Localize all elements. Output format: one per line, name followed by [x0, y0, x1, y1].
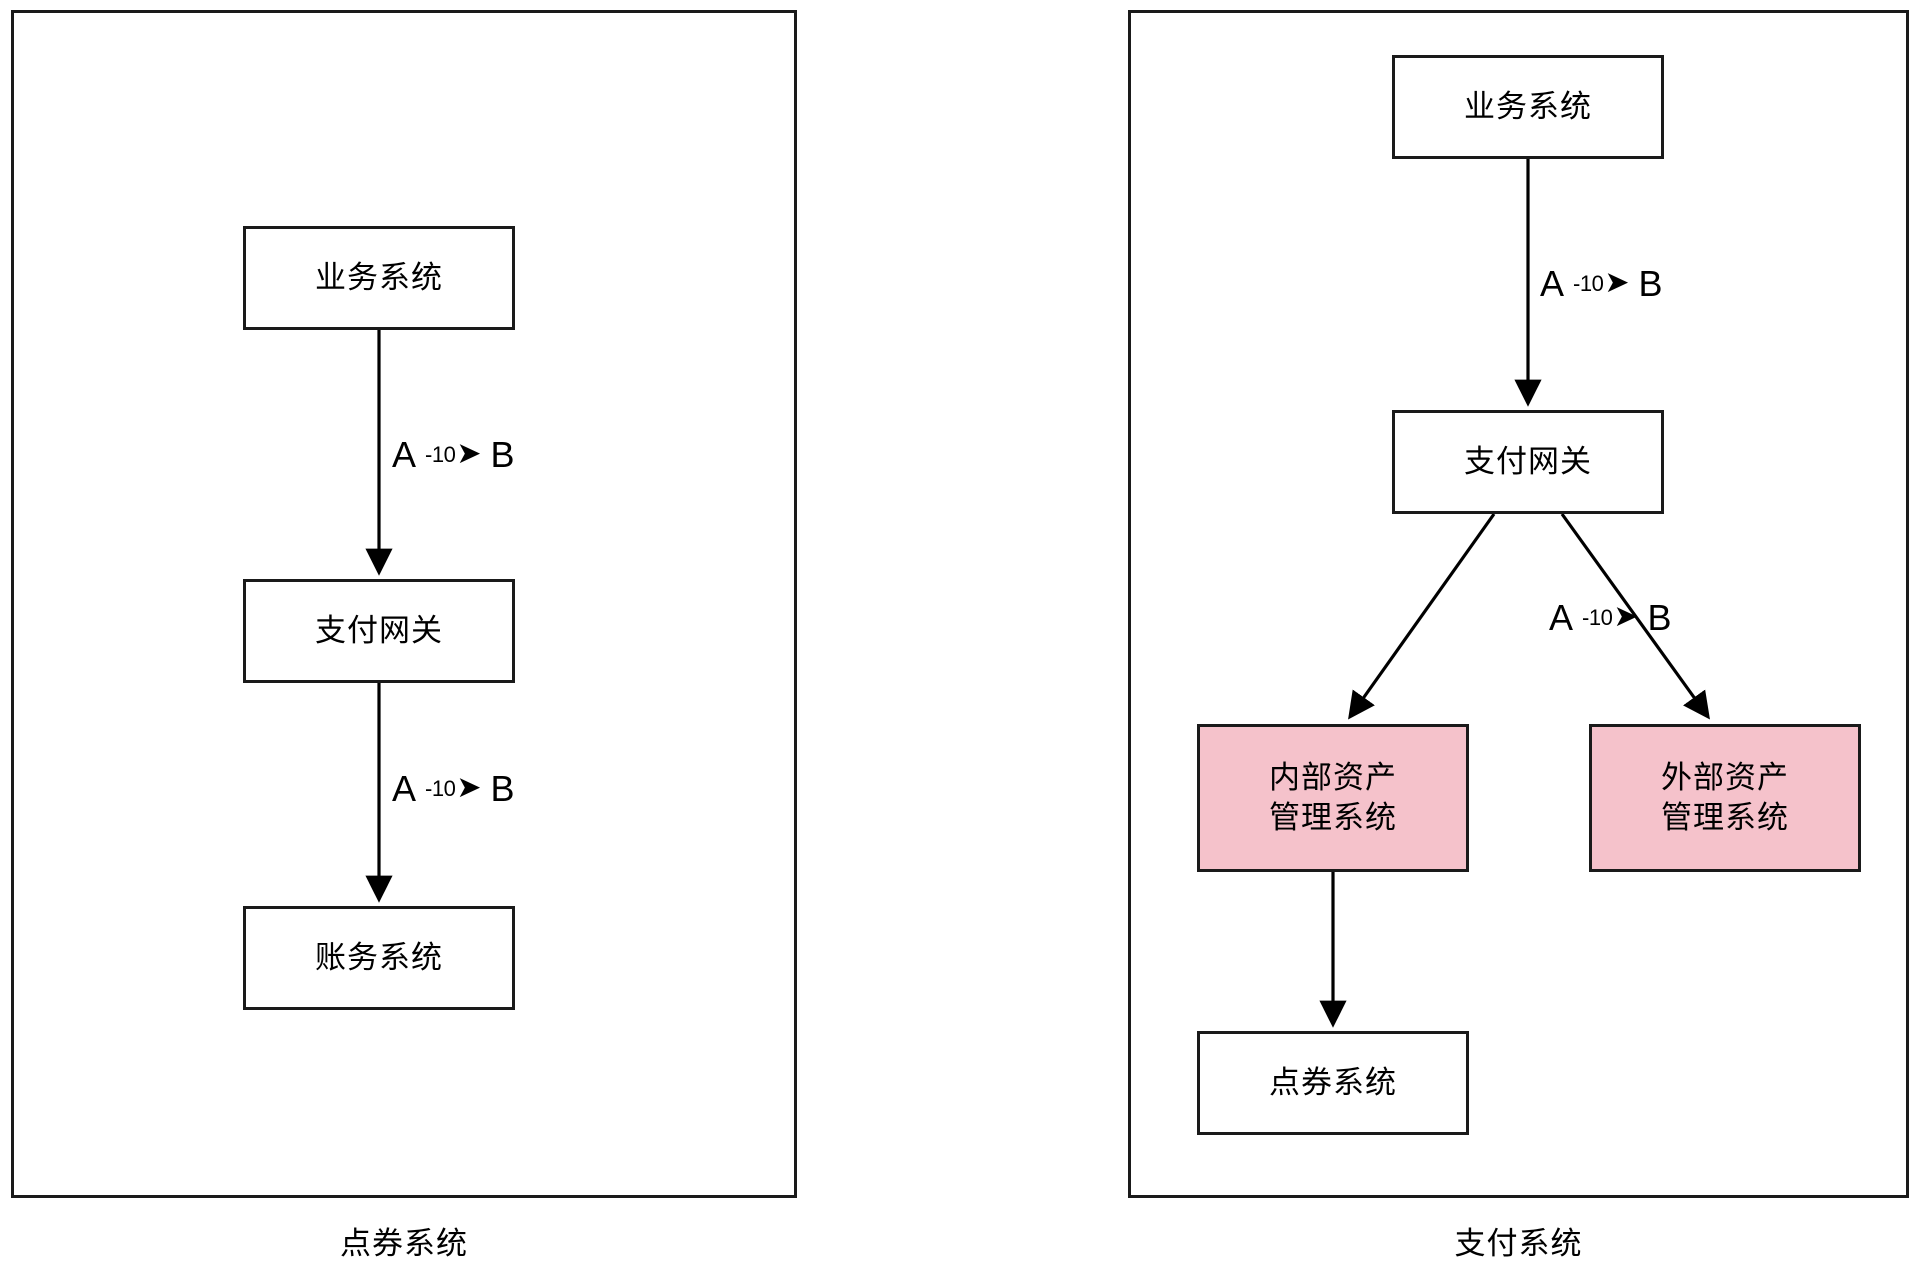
- node-payment-gateway-left[interactable]: 支付网关: [243, 579, 515, 683]
- panel-payment-system: [1128, 10, 1909, 1198]
- edge-label-from: A: [1549, 597, 1574, 638]
- edge-label-l-gateway-to-accounting: A -10 ➤ B: [392, 771, 514, 807]
- node-external-asset-management-system[interactable]: 外部资产 管理系统: [1589, 724, 1861, 872]
- edge-label-from: A: [392, 768, 417, 809]
- arrow-right-icon: ➤: [456, 437, 482, 470]
- edge-label-to: B: [1638, 263, 1663, 304]
- edge-label-to: B: [490, 768, 515, 809]
- edge-label-from: A: [1540, 263, 1565, 304]
- edge-label-amount: -10: [425, 442, 456, 467]
- node-internal-asset-management-system[interactable]: 内部资产 管理系统: [1197, 724, 1469, 872]
- edge-label-from: A: [392, 434, 417, 475]
- node-business-system-right[interactable]: 业务系统: [1392, 55, 1664, 159]
- node-accounting-system-left[interactable]: 账务系统: [243, 906, 515, 1010]
- caption-payment-system: 支付系统: [1454, 1226, 1583, 1261]
- edge-label-amount: -10: [1573, 271, 1604, 296]
- edge-label-r-business-to-gateway: A -10 ➤ B: [1540, 266, 1662, 302]
- arrow-right-icon: ➤: [456, 771, 482, 804]
- node-payment-gateway-right[interactable]: 支付网关: [1392, 410, 1664, 514]
- edge-label-amount: -10: [425, 776, 456, 801]
- node-business-system-left[interactable]: 业务系统: [243, 226, 515, 330]
- arrow-right-icon: ➤: [1613, 600, 1639, 633]
- edge-label-amount: -10: [1582, 605, 1613, 630]
- node-point-coupon-system-right[interactable]: 点券系统: [1197, 1031, 1469, 1135]
- arrow-right-icon: ➤: [1604, 266, 1630, 299]
- edge-label-l-business-to-gateway: A -10 ➤ B: [392, 437, 514, 473]
- edge-label-to: B: [490, 434, 515, 475]
- edge-label-to: B: [1647, 597, 1672, 638]
- edge-label-r-gateway-to-external: A -10 ➤ B: [1549, 600, 1671, 636]
- caption-point-coupon-system: 点券系统: [340, 1226, 468, 1261]
